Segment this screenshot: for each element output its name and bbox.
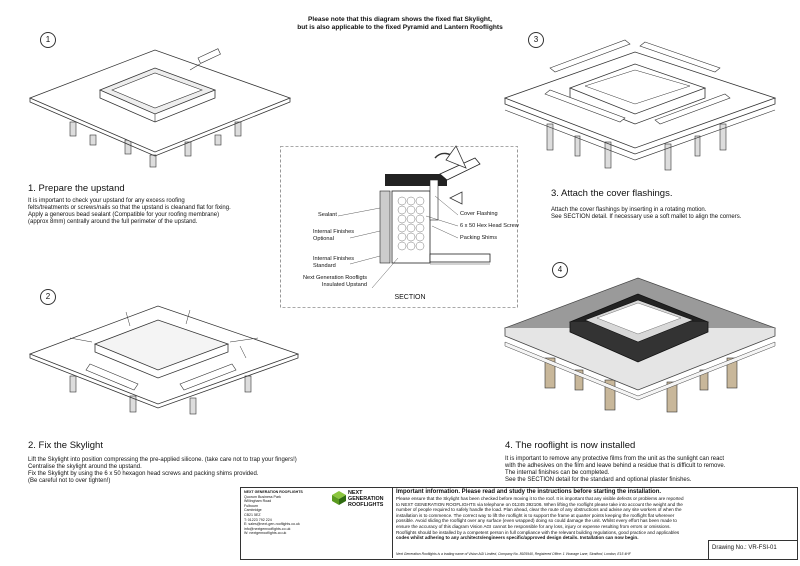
step-2-line: Lift the Skylight into position compress… [28,457,297,463]
label-line: Next Generation Roofligts [302,275,367,281]
logo-line: NEXT [348,490,363,496]
label-line: Standard [313,263,336,269]
footer-box [240,487,798,560]
label-internal-optional: Internal Finishes Optional [313,229,354,243]
step-4-line: with the adhesives on the film and leave… [505,463,726,469]
contact-line: W: nextgenrooflights.co.uk [244,531,287,536]
step-4-line: The internal finishes can be completed. [505,470,610,476]
label-line: Internal Finishes [313,256,355,262]
address-line: Quorum Business Park [244,494,281,499]
step-4-illustration [503,277,777,413]
header-notice: Please note that this diagram shows the … [0,16,800,32]
step-2-line: Centralise the skylight around the upsta… [28,464,142,470]
section-detail [280,145,518,308]
step-3-illustration [503,39,777,171]
important-line: installation is to commence. The correct… [396,512,675,518]
important-line: codes whilst adhering to any architects/… [396,535,639,541]
legal-notice: Next Generation Rooflights is a trading … [396,552,631,556]
drawing-number-box [708,540,797,559]
address-line: CB21 5EZ [244,512,261,517]
step-3-line: Attach the cover flashings by inserting … [551,207,707,213]
step-4-number: 4 [552,262,568,278]
company-logo-icon [332,491,346,505]
address-line: Fulbourn [244,503,259,508]
notice-line-1: Please note that this diagram shows the … [308,16,492,23]
label-line: Optional [313,236,334,242]
important-body: Please ensure that the Skylight has been… [396,496,794,541]
step-2-illustration [28,305,300,415]
address-line: NEXT GENERATION ROOFLIGHTS [244,490,303,494]
step-1-title: 1. Prepare the upstand [28,183,125,194]
section-title: SECTION [394,294,426,301]
step-2-body: Lift the Skylight into position compress… [28,457,408,485]
logo-line: GENERATION [348,496,384,502]
step-3-line: See SECTION detail. If necessary use a s… [551,214,742,220]
label-cover-flashing: Cover Flashing [460,211,498,217]
step-2-title: 2. Fix the Skylight [28,440,103,451]
contact-line: T: 01223 792 224 [244,517,272,522]
contact-line: E: sales@next-gen-rooflights.co.uk [244,522,300,527]
drawing-number: Drawing No.: VR-FSI-01 [712,545,777,551]
important-line: Please ensure that the Skylight has been… [396,496,684,501]
contact-line: info@nextgenrooflights.co.uk [244,526,291,531]
step-1-line: It is important to check your upstand fo… [28,198,185,204]
label-packing-shims: Packing Shims [460,235,497,241]
step-1-line: (approx 8mm) centrally around the full p… [28,219,198,225]
step-2-line: (Be careful not to over tighten!) [28,478,111,484]
label-upstand: Next Generation Roofligts Insulated Upst… [283,275,367,289]
step-1-body: It is important to check your upstand fo… [28,198,328,226]
step-2-line: Fix the Skylight by using the 6 x 50 hex… [28,471,259,477]
step-1-line: Apply a generous bead sealant (Compatibl… [28,212,220,218]
label-sealant: Sealant [318,212,337,218]
address-line: Willingham Road [244,499,272,504]
step-3-title: 3. Attach the cover flashings. [551,188,673,199]
step-3-number: 3 [528,32,544,48]
important-line: ensure the accuracy of this diagram Visi… [396,523,671,529]
important-line: Rooflights should be installed by a comp… [396,529,680,535]
step-4-line: See the SECTION detail for the standard … [505,477,692,483]
step-1-illustration [28,48,292,168]
logo-line: ROOFLIGHTS [348,502,384,508]
label-hex-screw: 6 x 50 Hex Head Screw [460,223,519,229]
important-title: Important information. Please read and s… [396,489,662,495]
step-4-title: 4. The rooflight is now installed [505,440,636,451]
step-3-body: Attach the cover flashings by inserting … [551,207,791,221]
label-internal-standard: Internal Finishes Standard [313,256,354,270]
footer-divider [392,487,393,558]
label-line: Internal Finishes [313,229,355,235]
notice-line-2: but is also applicable to the fixed Pyra… [297,24,503,31]
address-line: Cambridge [244,508,262,513]
step-1-line: felts/treatments or screws/nails so that… [28,205,231,211]
important-line: number of people required to safely hand… [396,507,682,513]
company-address: NEXT GENERATION ROOFLIGHTS Quorum Busine… [244,490,334,536]
step-4-line: It is important to remove any protective… [505,456,725,462]
important-line: possible. Avoid sliding the rooflight ov… [396,518,677,524]
step-1-number: 1 [40,32,56,48]
important-line: to NEXT GENERATION ROOFLIGHTS via teleph… [396,501,683,507]
step-2-number: 2 [40,289,56,305]
step-4-body: It is important to remove any protective… [505,456,795,484]
company-logo-text: NEXT GENERATION ROOFLIGHTS [348,490,384,508]
label-line: Insulated Upstand [321,282,367,288]
